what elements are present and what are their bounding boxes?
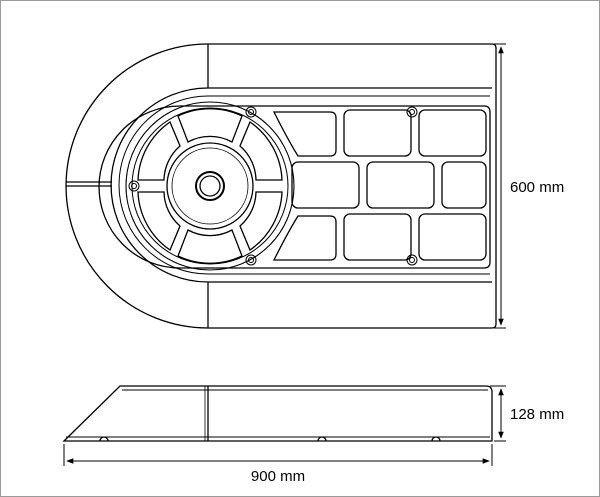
hub-center-plate [166,142,254,230]
hub-outer-ring [125,101,295,271]
center-hole [195,171,225,201]
pocket-top-1 [272,111,337,157]
hub-pocket-top [177,108,243,143]
mounting-holes [128,106,418,266]
side-notch-3 [431,436,441,442]
pocket-mid-1 [291,161,360,209]
pocket-bottom-1 [272,215,337,261]
pocket-mid-2 [366,161,435,209]
side-view [62,385,493,442]
pocket-top-3 [418,109,487,157]
side-notch-1 [99,436,109,442]
tray-outline [98,105,491,269]
dim-label-900: 900 mm [251,468,305,485]
hub-pocket-left-bottom [137,191,181,251]
dim-label-600: 600 mm [510,179,564,196]
hub-center-plate-inner [171,147,249,225]
hub-pocket-bottom [177,229,243,264]
base-outline [65,43,497,329]
hub-pocket-left-top [137,121,181,181]
dimension-lines [63,43,506,466]
pocket-mid-3 [441,161,487,209]
top-view [65,43,497,329]
hub-inner-ring [131,107,289,265]
side-notch-2 [317,436,327,442]
side-outline [62,385,493,442]
hub-pocket-right-top [239,121,283,181]
hub-pocket-right-bottom [239,191,283,251]
pocket-bottom-2 [343,213,412,261]
base-inner-outline [110,87,492,283]
dim-label-128: 128 mm [510,406,564,423]
pocket-top-2 [343,109,412,157]
pocket-bottom-3 [418,213,487,261]
center-hole-inner [199,175,221,197]
